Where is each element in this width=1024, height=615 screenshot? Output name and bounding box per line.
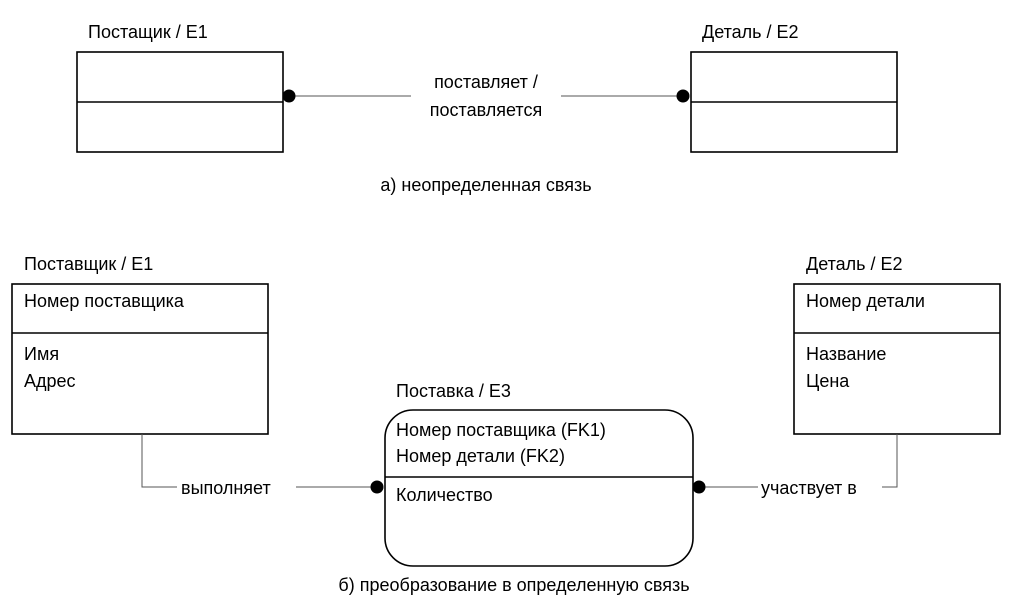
entity-supplier-b: Поставщик / E1 Номер поставщика Имя Адре…: [11, 254, 269, 435]
relationship-a-label-line1: поставляет /: [434, 72, 538, 92]
entity-detail-b-title: Деталь / E2: [806, 254, 903, 274]
part-b-defined-relationship: Поставщик / E1 Номер поставщика Имя Адре…: [11, 254, 1001, 595]
entity-supply-b-title: Поставка / E3: [396, 381, 511, 401]
relationship-b-left-dot: [370, 480, 384, 494]
entity-supply-b: Поставка / E3 Номер поставщика (FK1) Ном…: [384, 381, 694, 567]
entity-detail-b-attr: Цена: [806, 371, 850, 391]
relationship-performs-b: выполняет: [141, 434, 384, 498]
relationship-b-right-dot: [692, 480, 706, 494]
entity-supplier-b-title: Поставщик / E1: [24, 254, 153, 274]
relationship-a-label-line2: поставляется: [430, 100, 542, 120]
entity-detail-a-title: Деталь / E2: [702, 22, 799, 42]
relationship-participates-b: участвует в: [692, 434, 898, 498]
part-a-undefined-relationship: Постащик / E1 Деталь / E2 поставляет / п…: [76, 22, 898, 195]
relationship-b-left-line-from-supplier: [141, 434, 177, 488]
entity-detail-b-box: [793, 283, 1001, 435]
relationship-b-left-label: выполняет: [181, 478, 271, 498]
entity-supplier-b-attr: Имя: [24, 344, 59, 364]
entity-detail-a: Деталь / E2: [690, 22, 898, 153]
entity-supplier-b-box: [11, 283, 269, 435]
relationship-supplies-a: поставляет / поставляется: [282, 72, 690, 120]
caption-a: а) неопределенная связь: [380, 175, 591, 195]
entity-supply-b-key: Номер детали (FK2): [396, 446, 565, 466]
entity-supply-b-key: Номер поставщика (FK1): [396, 420, 606, 440]
entity-detail-b: Деталь / E2 Номер детали Название Цена: [793, 254, 1001, 435]
caption-b: б) преобразование в определенную связь: [338, 575, 689, 595]
relationship-b-right-label: участвует в: [761, 478, 857, 498]
entity-supplier-a-title: Постащик / E1: [88, 22, 208, 42]
relationship-a-dot-right: [676, 89, 690, 103]
entity-supplier-a: Постащик / E1: [76, 22, 284, 153]
relationship-b-right-line-from-detail: [882, 434, 898, 488]
entity-supplier-b-key: Номер поставщика: [24, 291, 185, 311]
entity-supplier-b-attr: Адрес: [24, 371, 76, 391]
entity-supply-b-attr: Количество: [396, 485, 493, 505]
entity-detail-b-key: Номер детали: [806, 291, 925, 311]
entity-detail-b-attr: Название: [806, 344, 886, 364]
relationship-a-dot-left: [282, 89, 296, 103]
